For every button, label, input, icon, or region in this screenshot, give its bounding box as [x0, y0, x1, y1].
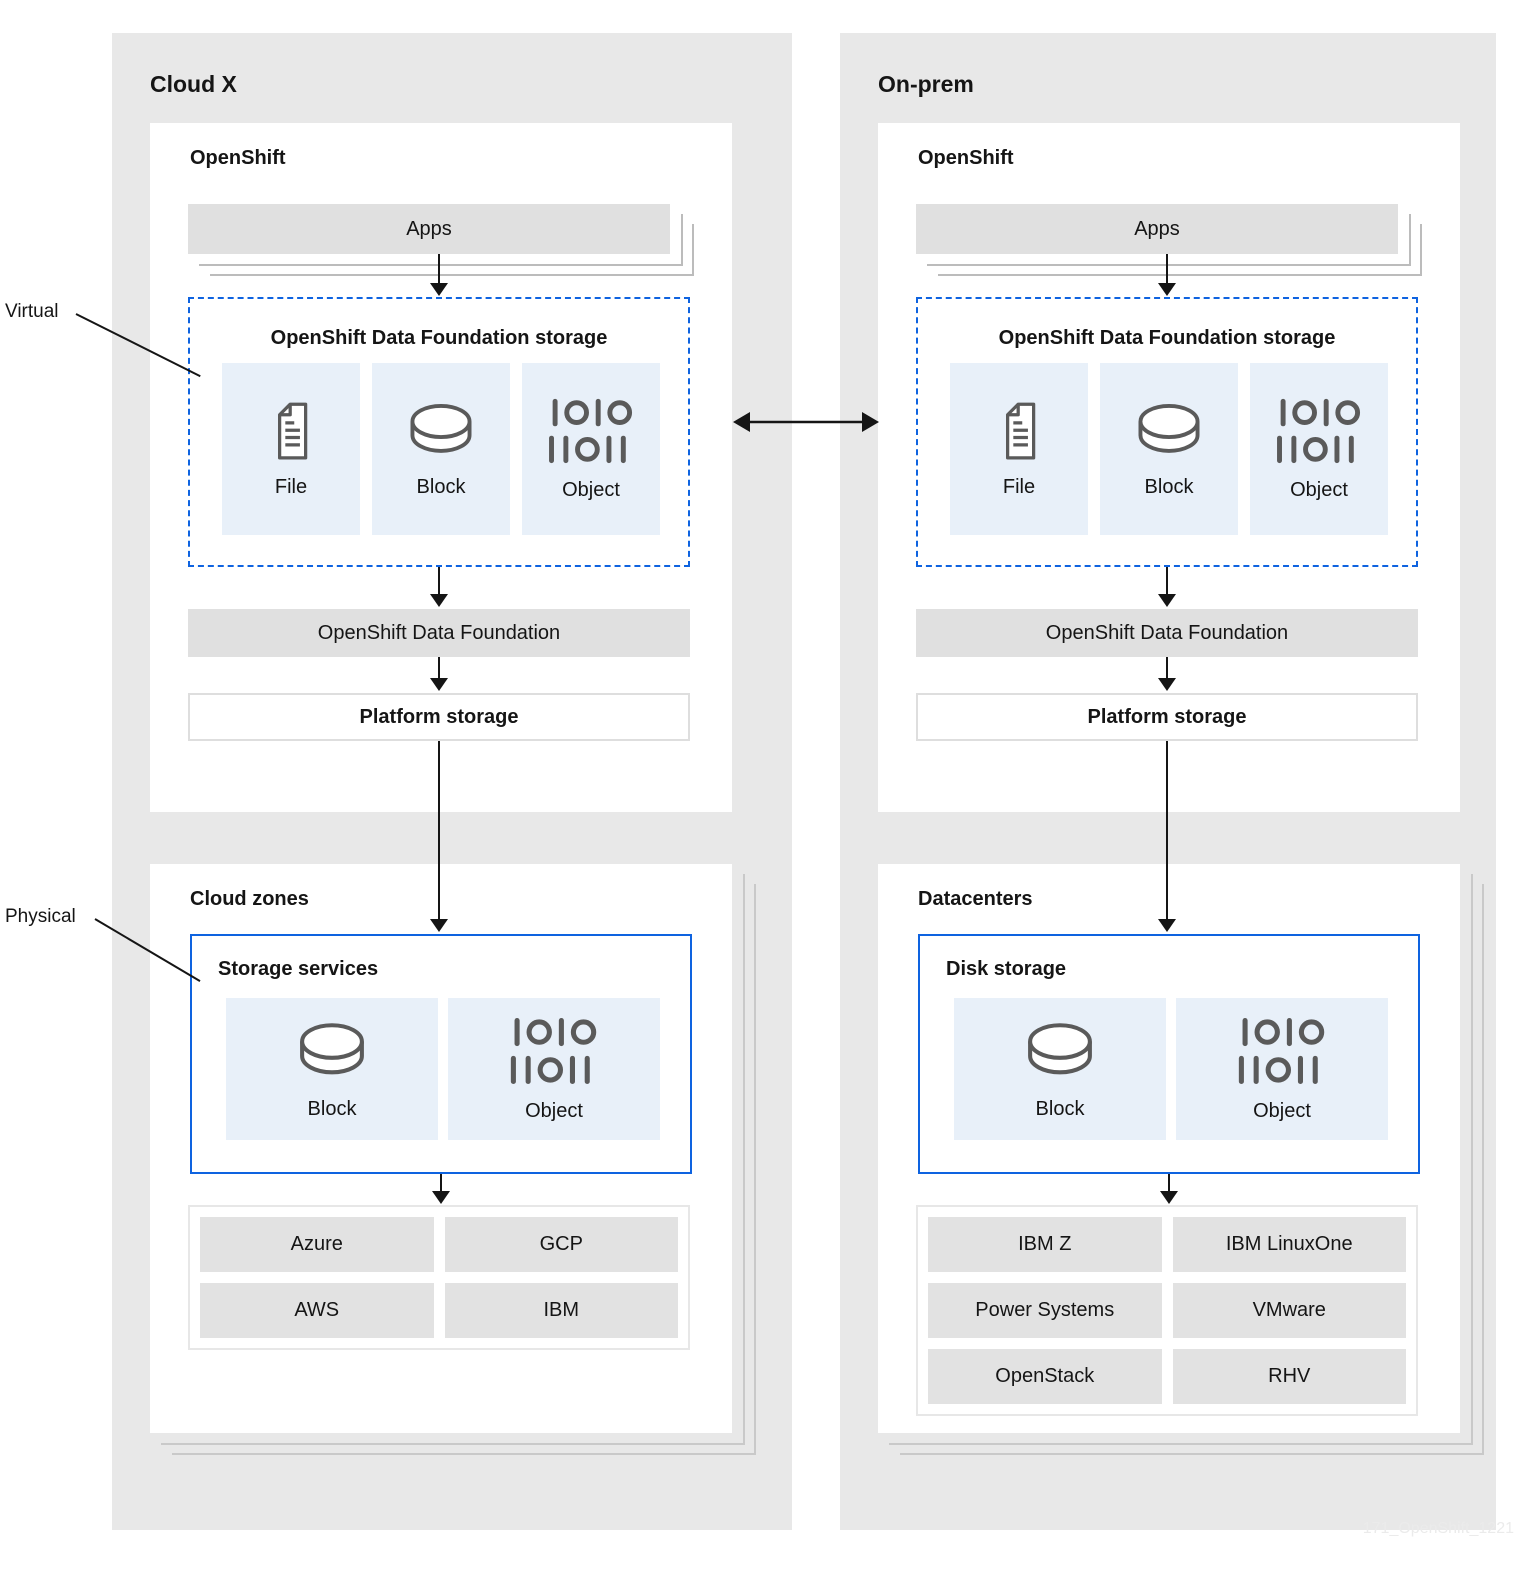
tile-object: Object [522, 363, 660, 535]
long-down-arrow [1158, 741, 1176, 932]
object-icon [506, 1015, 602, 1087]
provider-chip-ibm-z: IBM Z [928, 1217, 1162, 1272]
disk-storage-title: Disk storage [946, 958, 1067, 980]
tile-label: Block [307, 1097, 357, 1120]
panel-on-prem: On-prem OpenShift Apps OpenShift Data Fo… [840, 33, 1496, 1530]
down-arrow [1160, 1174, 1178, 1204]
tile-label: Block [1035, 1097, 1085, 1120]
provider-chip-rhv: RHV [1172, 1349, 1406, 1404]
stack-sheet [900, 884, 1484, 1455]
provider-chip-power-systems: Power Systems [928, 1283, 1162, 1338]
tile-block: Block [372, 363, 510, 535]
provider-chip-ibm: IBM [444, 1283, 678, 1338]
down-arrow [1158, 657, 1176, 691]
odf-storage-title: OpenShift Data Foundation storage [998, 327, 1336, 349]
tile-label: Object [525, 1100, 583, 1122]
disk-storage-physical-box: Disk storage Block Object [918, 934, 1420, 1174]
stack-sheet [172, 884, 756, 1455]
down-arrow [1158, 567, 1176, 607]
providers-grid: IBM Z IBM LinuxOne Power Systems VMware … [916, 1205, 1418, 1416]
stack-sheet [938, 224, 1422, 276]
platform-storage-bar: Platform storage [188, 693, 690, 741]
provider-chip-azure: Azure [200, 1217, 434, 1272]
object-icon [1234, 1015, 1330, 1087]
storage-tile-row: Block Object [954, 998, 1388, 1140]
tile-label: Object [1290, 479, 1348, 501]
openshift-title: OpenShift [918, 147, 1014, 169]
block-icon [1129, 399, 1209, 463]
panel-title: On-prem [878, 71, 974, 97]
tile-block: Block [1100, 363, 1238, 535]
provider-chip-ibm-linuxone: IBM LinuxOne [1172, 1217, 1406, 1272]
object-icon [1272, 396, 1366, 466]
watermark: 171_OpenShift_1221 [1362, 1520, 1514, 1537]
openshift-box: OpenShift Apps OpenShift Data Foundation… [878, 123, 1460, 812]
odf-storage-virtual-box: OpenShift Data Foundation storage File B… [916, 297, 1418, 567]
odf-bar: OpenShift Data Foundation [916, 609, 1418, 657]
stack-sheet [210, 224, 694, 276]
tile-label: Object [1253, 1100, 1311, 1122]
odf-storage-title: OpenShift Data Foundation storage [270, 327, 608, 349]
tile-object: Object [448, 998, 660, 1140]
tile-object: Object [1250, 363, 1388, 535]
tile-label: File [1002, 476, 1036, 498]
cloud-zones-box: Cloud zones Storage services Block Objec… [150, 864, 732, 1433]
cloud-zones-title: Cloud zones [190, 888, 309, 910]
tile-label: Block [416, 476, 466, 498]
provider-chip-openstack: OpenStack [928, 1349, 1162, 1404]
tile-file: File [950, 363, 1088, 535]
provider-chip-gcp: GCP [444, 1217, 678, 1272]
datacenters-title: Datacenters [918, 888, 1033, 910]
tile-file: File [222, 363, 360, 535]
double-arrow-icon [733, 412, 879, 432]
tile-label: Block [1144, 476, 1194, 498]
apps-bar: Apps [916, 204, 1398, 254]
apps-bar: Apps [188, 204, 670, 254]
stack-sheet [927, 214, 1411, 266]
tile-label: File [274, 476, 308, 498]
datacenters-box: Datacenters Disk storage Block Object IB… [878, 864, 1460, 1433]
odf-storage-virtual-box: OpenShift Data Foundation storage File B… [188, 297, 690, 567]
stack-sheet [889, 874, 1473, 1445]
storage-services-title: Storage services [218, 958, 379, 980]
panel-title: Cloud X [150, 71, 237, 97]
down-arrow [430, 254, 448, 296]
tile-label: Object [562, 479, 620, 501]
openshift-title: OpenShift [190, 147, 286, 169]
odf-bar: OpenShift Data Foundation [188, 609, 690, 657]
tile-block: Block [954, 998, 1166, 1140]
file-icon [993, 399, 1045, 463]
down-arrow [432, 1174, 450, 1204]
openshift-box: OpenShift Apps OpenShift Data Foundation… [150, 123, 732, 812]
down-arrow [430, 567, 448, 607]
stack-sheet [161, 874, 745, 1445]
block-icon [401, 399, 481, 463]
tile-block: Block [226, 998, 438, 1140]
block-icon [290, 1018, 374, 1085]
stack-sheet [199, 214, 683, 266]
down-arrow [1158, 254, 1176, 296]
virtual-label: Virtual [5, 301, 59, 322]
block-icon [1018, 1018, 1102, 1085]
file-icon [265, 399, 317, 463]
storage-tile-row: File Block Object [222, 363, 660, 535]
down-arrow [430, 657, 448, 691]
storage-tile-row: Block Object [226, 998, 660, 1140]
object-icon [544, 396, 638, 466]
panel-cloud-x: Cloud X OpenShift Apps OpenShift Data Fo… [112, 33, 792, 1530]
platform-storage-bar: Platform storage [916, 693, 1418, 741]
tile-object: Object [1176, 998, 1388, 1140]
long-down-arrow [430, 741, 448, 932]
provider-chip-aws: AWS [200, 1283, 434, 1338]
provider-chip-vmware: VMware [1172, 1283, 1406, 1338]
storage-tile-row: File Block Object [950, 363, 1388, 535]
providers-grid: Azure GCP AWS IBM [188, 1205, 690, 1350]
physical-label: Physical [5, 906, 76, 927]
storage-services-physical-box: Storage services Block Object [190, 934, 692, 1174]
